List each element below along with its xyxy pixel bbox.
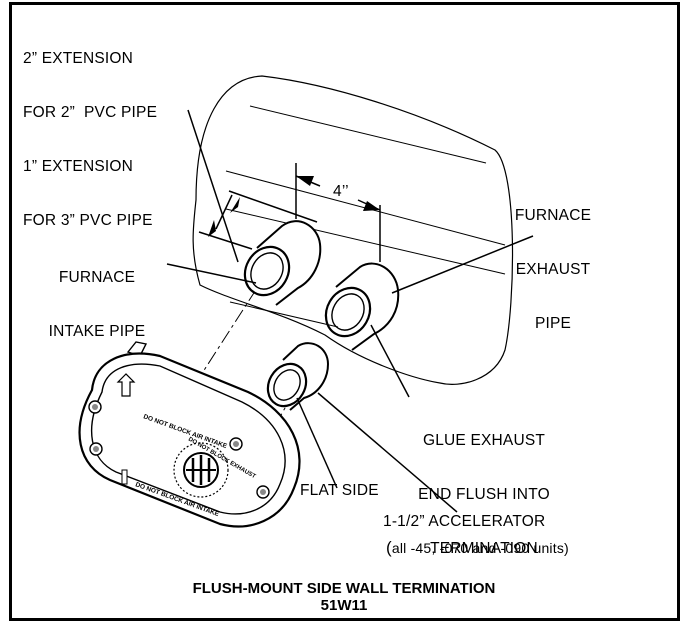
extension-label-line: 1” EXTENSION (23, 158, 134, 175)
extension-label-line: FOR 2” PVC PIPE (23, 104, 158, 121)
dim-extension-line (228, 190, 318, 223)
wall-inner-line (225, 208, 506, 275)
exhaust-label-line: EXHAUST (515, 261, 591, 278)
dim-extension-line (198, 231, 253, 250)
dimension-4in-label: 4’’ (333, 183, 349, 200)
leader-exhaust (391, 235, 534, 294)
intake-pipe-label: FURNACE INTAKE PIPE (37, 233, 157, 359)
glue-label-line: TERMINATION (430, 540, 538, 557)
exhaust-label-line: FURNACE (514, 207, 592, 224)
leader-extension (187, 109, 239, 263)
dim-extension-arrow-line (215, 194, 233, 230)
leader-intake (166, 263, 257, 284)
termination-plate: DO NOT BLOCK AIR INTAKE DO NOT BLOCK AIR… (78, 341, 301, 528)
glue-cross-line (229, 301, 339, 328)
intake-label-line: FURNACE (58, 269, 136, 286)
wall-outline (192, 75, 514, 385)
extension-label: 2” EXTENSION FOR 2” PVC PIPE 1” EXTENSIO… (23, 14, 157, 248)
glue-label-line: END FLUSH INTO (418, 486, 550, 503)
figure-model: 51W11 (320, 597, 368, 614)
leader-flat-side (296, 397, 338, 489)
flat-side-label: FLAT SIDE (300, 482, 379, 499)
figure-title: FLUSH-MOUNT SIDE WALL TERMINATION (192, 580, 496, 597)
leader-accelerator (317, 392, 458, 513)
accelerator-units-label: (all -45, -070 and -090 units) (386, 539, 569, 557)
extension-label-line: 2” EXTENSION (23, 50, 134, 67)
exhaust-pipe-label: FURNACE EXHAUST PIPE (498, 171, 608, 351)
accelerator-units-text: all -45, -070 and -090 units) (391, 540, 569, 556)
paren-open: ( (386, 538, 392, 557)
accelerator-label: 1-1/2” ACCELERATOR (383, 513, 546, 530)
exhaust-label-line: PIPE (534, 315, 572, 332)
extension-label-line: FOR 3” PVC PIPE (23, 212, 153, 229)
leader-glue (370, 324, 410, 398)
exhaust-pipe-shape (324, 262, 400, 351)
glue-label-line: GLUE EXHAUST (422, 432, 546, 449)
intake-pipe-shape (243, 220, 322, 306)
intake-label-line: INTAKE PIPE (48, 323, 146, 340)
wall-inner-line (249, 105, 487, 164)
glue-exhaust-label: GLUE EXHAUST END FLUSH INTO TERMINATION (410, 396, 558, 576)
accelerator-shape (266, 342, 330, 411)
